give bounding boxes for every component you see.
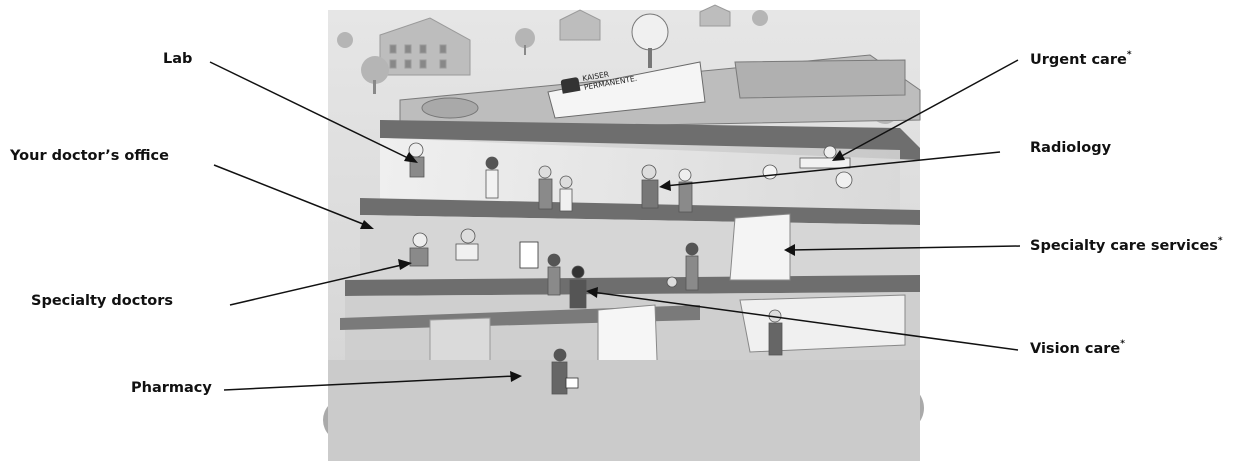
label-lab: Lab	[163, 51, 192, 67]
label-urgent-care: Urgent care*	[1030, 51, 1132, 68]
asterisk-vision-care: *	[1120, 339, 1125, 349]
label-specialty-doctors: Specialty doctors	[31, 293, 173, 309]
label-pharmacy: Pharmacy	[131, 380, 212, 396]
label-radiology: Radiology	[1030, 140, 1111, 156]
asterisk-urgent-care: *	[1127, 50, 1132, 60]
label-your-doctors-office: Your doctor’s office	[10, 148, 169, 164]
asterisk-specialty-care-services: *	[1218, 236, 1223, 246]
label-specialty-care-services: Specialty care services*	[1030, 237, 1223, 254]
kaiser-logo-mark	[560, 77, 580, 94]
label-vision-care: Vision care*	[1030, 340, 1125, 357]
